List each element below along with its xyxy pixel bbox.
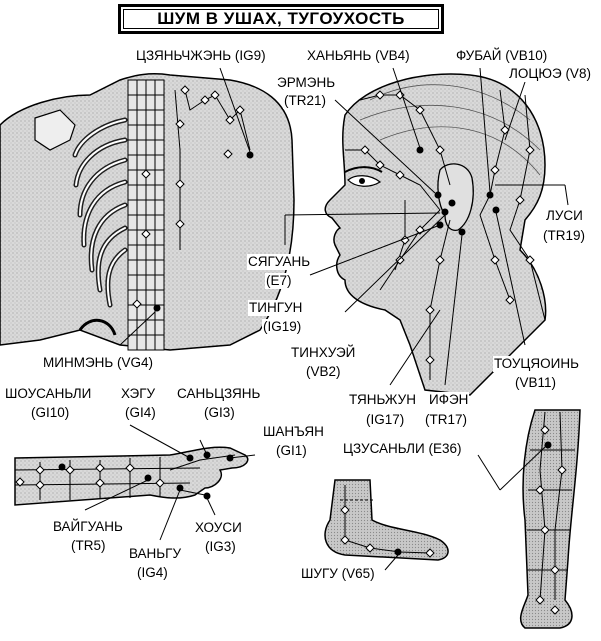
label-v8: ЛОЦЮЭ (V8) <box>508 66 592 82</box>
label-vb4: ХАНЬЯНЬ (VB4) <box>306 48 411 64</box>
title-box: ШУМ В УШАХ, ТУГОУХОСТЬ <box>118 4 444 34</box>
label-gi1-name: ШАНЪЯН <box>262 424 325 440</box>
label-ig3-name: ХОУСИ <box>194 520 243 536</box>
label-gi4-code: (GI4) <box>124 405 157 421</box>
label-ig19-code: (IG19) <box>262 319 303 335</box>
label-vb11-code: (VB11) <box>514 375 558 391</box>
label-gi10-name: ШОУСАНЬЛИ <box>4 386 93 402</box>
label-tr5-code: (TR5) <box>70 538 107 554</box>
label-v65: ШУГУ (V65) <box>300 566 376 582</box>
label-ig4-code: (IG4) <box>136 565 169 581</box>
label-tr19-code: (TR19) <box>542 228 587 244</box>
label-e7-code: (E7) <box>265 273 293 289</box>
label-ig9: ЦЗЯНЬЧЖЭНЬ (IG9) <box>135 48 267 64</box>
foot-figure <box>324 479 449 561</box>
label-vb2-name: ТИНХУЭЙ <box>290 345 357 361</box>
label-tr17-name: ИФЭН <box>428 392 470 408</box>
label-gi3-code: (GI3) <box>203 405 236 421</box>
label-tr21-code: (TR21) <box>283 93 328 109</box>
label-gi1-code: (GI1) <box>275 443 308 459</box>
label-ig17-code: (IG17) <box>365 412 406 428</box>
label-tr17-code: (TR17) <box>424 412 469 428</box>
head-figure <box>324 73 547 396</box>
label-gi3-name: САНЬЦЗЯНЬ <box>176 386 262 402</box>
label-e7-name: СЯГУАНЬ <box>247 254 312 270</box>
label-ig19-name: ТИНГУН <box>248 300 304 316</box>
label-tr21-name: ЭРМЭНЬ <box>276 75 337 91</box>
page-title: ШУМ В УШАХ, ТУГОУХОСТЬ <box>157 9 405 28</box>
label-vg4: МИНМЭНЬ (VG4) <box>42 355 155 371</box>
label-gi10-code: (GI10) <box>30 405 71 421</box>
label-e36: ЦЗУСАНЬЛИ (E36) <box>342 441 463 457</box>
label-tr5-name: ВАЙГУАНЬ <box>52 519 124 535</box>
label-tr19-name: ЛУСИ <box>545 208 584 224</box>
arm-figure <box>14 446 249 506</box>
label-ig17-name: ТЯНЬЖУН <box>348 392 417 408</box>
label-vb11-name: ТОУЦЯОИНЬ <box>493 356 580 372</box>
label-vb10: ФУБАЙ (VB10) <box>455 48 549 64</box>
label-vb2-code: (VB2) <box>305 364 342 380</box>
label-gi4-name: ХЭГУ <box>120 386 157 402</box>
leader-lines <box>84 67 569 571</box>
torso-figure <box>0 73 295 351</box>
label-ig3-code: (IG3) <box>204 539 237 555</box>
label-ig4-name: ВАНЬГУ <box>128 546 183 562</box>
leg-figure <box>520 409 581 629</box>
